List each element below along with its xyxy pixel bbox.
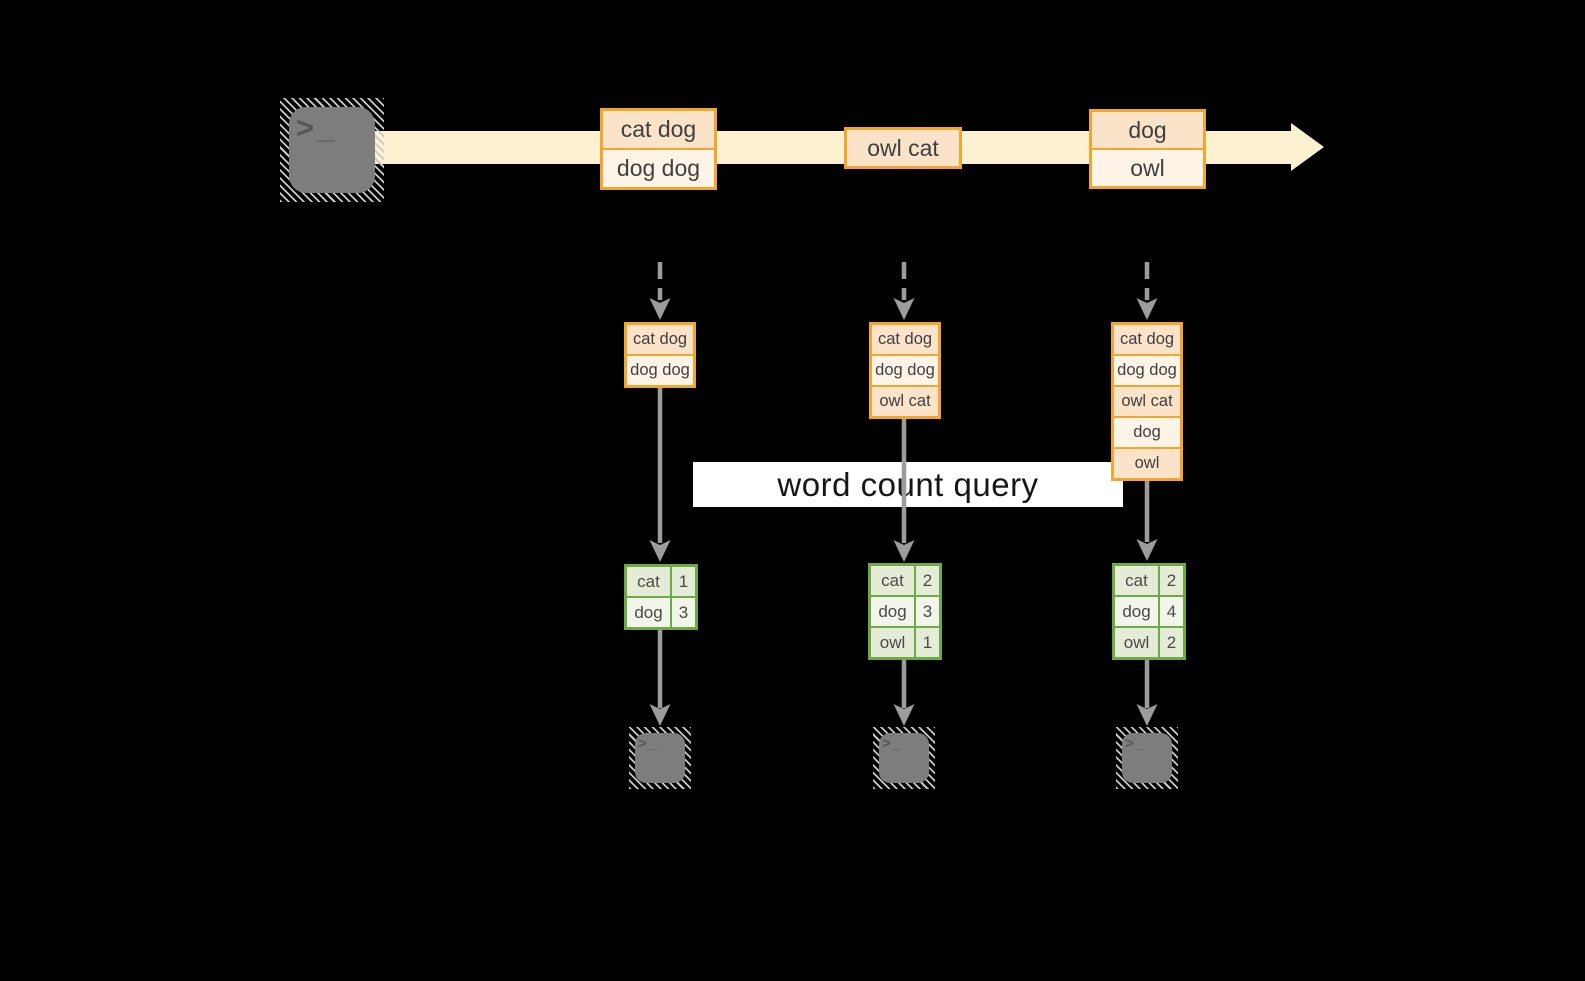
prompt-cursor-icon: _	[892, 735, 904, 752]
query-label: word count query	[777, 465, 1039, 503]
microbatch-row: dog	[1114, 418, 1180, 447]
arrowhead-icon	[649, 540, 671, 562]
microbatch-row: cat dog	[627, 325, 693, 354]
stream-event-box-3: dog owl	[1089, 109, 1206, 189]
arrowhead-icon	[893, 704, 915, 726]
prompt-chevron-icon: >	[882, 735, 893, 752]
output-terminal-icon-3: >_	[1116, 727, 1178, 789]
arrowhead-icon	[893, 298, 915, 320]
microbatch-box-2: cat dog dog dog owl cat	[869, 322, 941, 419]
count-word-cell: owl	[871, 628, 914, 657]
terminal-prompt-icon: >_	[882, 736, 903, 751]
microbatch-row: cat dog	[1114, 325, 1180, 354]
count-value-cell: 2	[916, 566, 939, 595]
microbatch-box-3: cat dog dog dog owl cat dog owl	[1111, 322, 1183, 481]
prompt-cursor-icon: _	[317, 110, 338, 145]
count-value-cell: 2	[1160, 628, 1183, 657]
terminal-body	[289, 107, 375, 193]
microbatch-row: dog dog	[627, 356, 693, 385]
count-word-cell: owl	[1115, 628, 1158, 657]
terminal-prompt-icon: >_	[1125, 736, 1146, 751]
stream-timeline-arrowhead-icon	[1291, 123, 1324, 171]
count-value-cell: 3	[916, 597, 939, 626]
output-terminal-icon-2: >_	[873, 727, 935, 789]
count-word-cell: dog	[871, 597, 914, 626]
prompt-chevron-icon: >	[1125, 735, 1136, 752]
count-word-cell: dog	[627, 598, 670, 627]
terminal-prompt-icon: >_	[296, 112, 337, 143]
count-value-cell: 4	[1160, 597, 1183, 626]
stream-event-row: owl cat	[847, 130, 959, 166]
prompt-cursor-icon: _	[648, 735, 660, 752]
microbatch-row: owl cat	[1114, 387, 1180, 416]
microbatch-row: owl	[1114, 449, 1180, 478]
microbatch-row: cat dog	[872, 325, 938, 354]
count-value-cell: 1	[672, 567, 695, 596]
arrowhead-icon	[649, 298, 671, 320]
count-word-cell: cat	[1115, 566, 1158, 595]
query-label-band: word count query	[693, 462, 1123, 507]
arrowhead-icon	[893, 540, 915, 562]
count-table-2: cat 2 dog 3 owl 1	[868, 563, 942, 660]
stream-event-box-1: cat dog dog dog	[600, 108, 717, 190]
microbatch-row: owl cat	[872, 387, 938, 416]
stream-event-row: owl	[1092, 150, 1203, 186]
microbatch-row: dog dog	[872, 356, 938, 385]
output-terminal-icon-1: >_	[629, 727, 691, 789]
stream-event-row: dog	[1092, 112, 1203, 148]
terminal-body	[635, 733, 685, 783]
terminal-body	[1122, 733, 1172, 783]
prompt-cursor-icon: _	[1135, 735, 1147, 752]
terminal-prompt-icon: >_	[638, 736, 659, 751]
microbatch-row: dog dog	[1114, 356, 1180, 385]
arrowhead-icon	[1136, 539, 1158, 561]
source-terminal-icon: >_	[280, 98, 384, 202]
prompt-chevron-icon: >	[296, 110, 318, 145]
count-value-cell: 3	[672, 598, 695, 627]
count-word-cell: cat	[627, 567, 670, 596]
prompt-chevron-icon: >	[638, 735, 649, 752]
terminal-body	[879, 733, 929, 783]
microbatch-box-1: cat dog dog dog	[624, 322, 696, 388]
count-table-1: cat 1 dog 3	[624, 564, 698, 630]
count-value-cell: 2	[1160, 566, 1183, 595]
stream-event-box-2: owl cat	[844, 127, 962, 169]
count-table-3: cat 2 dog 4 owl 2	[1112, 563, 1186, 660]
stream-event-row: dog dog	[603, 150, 714, 187]
stream-event-row: cat dog	[603, 111, 714, 148]
arrowhead-icon	[1136, 704, 1158, 726]
count-word-cell: dog	[1115, 597, 1158, 626]
arrowhead-icon	[649, 704, 671, 726]
count-word-cell: cat	[871, 566, 914, 595]
count-value-cell: 1	[916, 628, 939, 657]
arrowhead-icon	[1136, 298, 1158, 320]
